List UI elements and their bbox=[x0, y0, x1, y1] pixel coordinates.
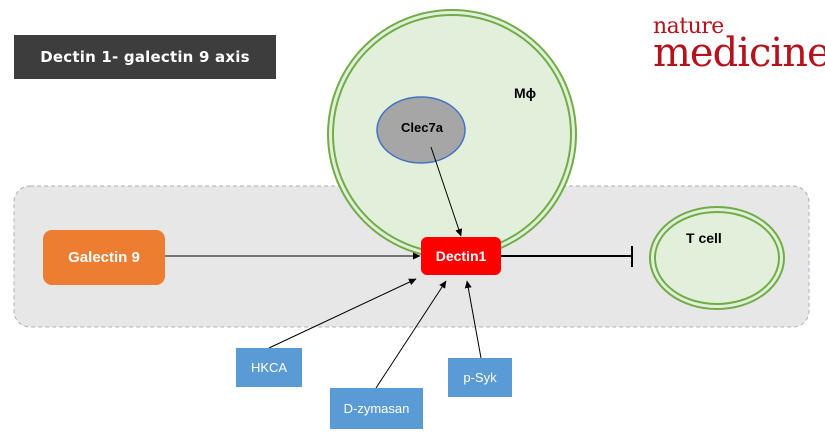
galectin9-label: Galectin 9 bbox=[68, 249, 140, 266]
title-banner: Dectin 1- galectin 9 axis bbox=[14, 35, 276, 79]
arrow-hkca-to-dectin bbox=[268, 278, 417, 349]
psyk-label: p-Syk bbox=[463, 370, 497, 385]
hkca-label: HKCA bbox=[250, 360, 288, 375]
diagram-title: Dectin 1- galectin 9 axis bbox=[40, 48, 250, 66]
clec7a-node bbox=[376, 96, 466, 164]
tcell-label: T cell bbox=[686, 230, 722, 246]
dzymasan-label: D-zymasan bbox=[343, 401, 410, 416]
macrophage-label: Mϕ bbox=[514, 85, 537, 101]
psyk-node: p-Syk bbox=[448, 358, 512, 397]
clec7a-label: Clec7a bbox=[401, 120, 443, 135]
arrow-clec7a-to-dectin bbox=[430, 146, 463, 237]
dectin1-label: Dectin1 bbox=[435, 248, 487, 264]
arrow-dzymasan-to-dectin bbox=[375, 280, 447, 389]
inhibition-dectin-to-tcell bbox=[501, 246, 633, 267]
hkca-node: HKCA bbox=[236, 348, 302, 387]
galectin9-node: Galectin 9 bbox=[43, 230, 165, 285]
logo-line2: medicine bbox=[653, 30, 825, 76]
logo-line1: nature bbox=[653, 14, 724, 39]
dectin1-node: Dectin1 bbox=[421, 237, 501, 275]
arrow-psyk-to-dectin bbox=[464, 280, 482, 359]
dzymasan-node: D-zymasan bbox=[330, 388, 423, 429]
nature-medicine-logo: nature medicine bbox=[650, 10, 825, 80]
tcell-cell bbox=[649, 206, 785, 310]
